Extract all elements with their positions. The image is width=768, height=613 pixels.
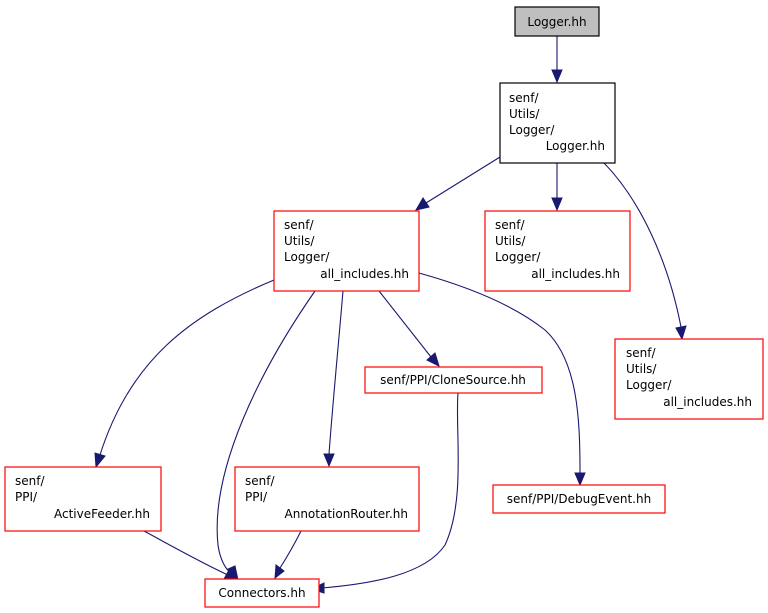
edge-utils-logger-to-all-includes-a — [414, 156, 501, 211]
node-label: senf/PPI/CloneSource.hh — [380, 373, 526, 387]
node-label-line: Logger/ — [495, 250, 541, 264]
node-label-line: Logger/ — [626, 378, 672, 392]
node-label-line: Utils/ — [626, 362, 657, 376]
edge-logger-to-utils-logger — [551, 36, 563, 84]
node-label-line: PPI/ — [15, 490, 38, 504]
node-label-line: senf/ — [495, 218, 525, 232]
node-logger-hh[interactable]: Logger.hh — [514, 6, 600, 37]
edge-all-includes-a-to-debug-event — [418, 272, 586, 487]
node-label-line: Logger/ — [284, 250, 330, 264]
node-all-includes-b[interactable]: senf/ Utils/ Logger/ all_includes.hh — [484, 210, 631, 292]
node-label-line: Utils/ — [495, 234, 526, 248]
node-all-includes-a[interactable]: senf/ Utils/ Logger/ all_includes.hh — [273, 210, 420, 292]
node-label-line: all_includes.hh — [320, 267, 409, 281]
edge-all-includes-a-to-connectors-direct — [216, 290, 316, 582]
node-clone-source[interactable]: senf/PPI/CloneSource.hh — [364, 366, 543, 394]
node-label-line: Logger.hh — [546, 139, 605, 153]
edge-annotation-router-to-connectors — [274, 530, 302, 580]
node-label-line: AnnotationRouter.hh — [285, 507, 409, 521]
node-all-includes-c[interactable]: senf/ Utils/ Logger/ all_includes.hh — [614, 338, 764, 420]
node-label: Logger.hh — [527, 15, 586, 29]
node-label-line: ActiveFeeder.hh — [54, 507, 150, 521]
node-label: senf/PPI/DebugEvent.hh — [507, 492, 651, 506]
edge-utils-logger-to-all-includes-c — [603, 162, 687, 341]
edge-active-feeder-to-connectors — [143, 530, 240, 582]
node-label-line: senf/ — [284, 218, 314, 232]
node-label-line: senf/ — [245, 474, 275, 488]
edge-all-includes-a-to-clone-source — [378, 290, 440, 367]
node-annotation-router[interactable]: senf/ PPI/ AnnotationRouter.hh — [234, 466, 420, 532]
node-connectors[interactable]: Connectors.hh — [204, 578, 320, 608]
node-label-line: senf/ — [509, 91, 539, 105]
node-label: Connectors.hh — [218, 586, 305, 600]
node-debug-event[interactable]: senf/PPI/DebugEvent.hh — [492, 484, 666, 514]
node-label-line: Logger/ — [509, 123, 555, 137]
edge-all-includes-a-to-active-feeder — [94, 279, 275, 469]
edge-all-includes-a-to-annotation-router — [323, 290, 344, 468]
node-active-feeder[interactable]: senf/ PPI/ ActiveFeeder.hh — [4, 466, 162, 532]
node-label-line: Utils/ — [509, 107, 540, 121]
node-label-line: PPI/ — [245, 490, 268, 504]
node-label-line: all_includes.hh — [663, 395, 752, 409]
node-label-line: senf/ — [626, 346, 656, 360]
node-label-line: Utils/ — [284, 234, 315, 248]
node-utils-logger-logger-hh[interactable]: senf/ Utils/ Logger/ Logger.hh — [499, 82, 616, 164]
node-label-line: senf/ — [15, 474, 45, 488]
node-label-line: all_includes.hh — [531, 267, 620, 281]
edge-utils-logger-to-all-includes-b — [551, 163, 563, 212]
